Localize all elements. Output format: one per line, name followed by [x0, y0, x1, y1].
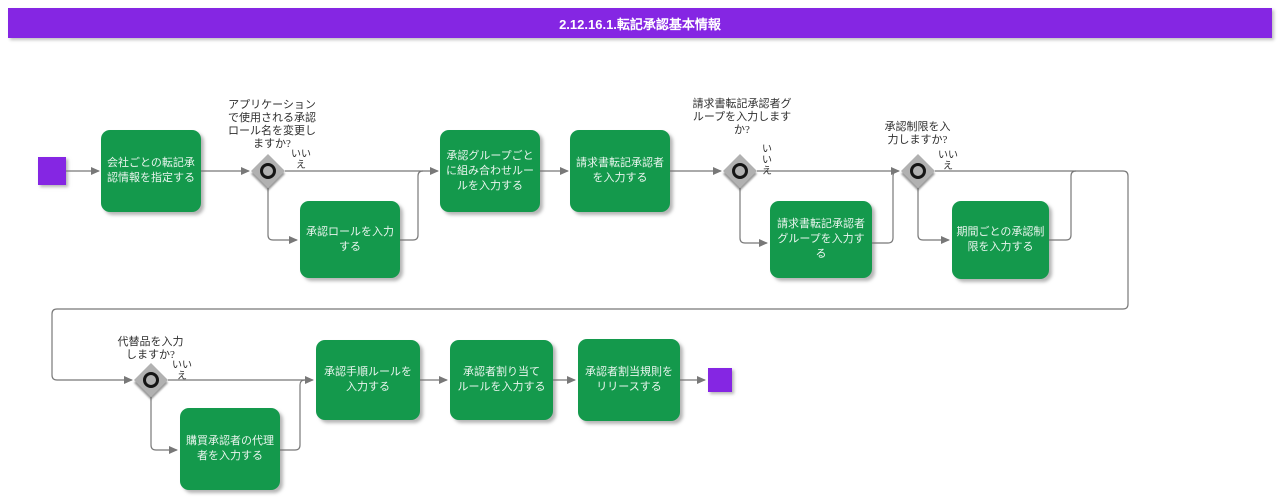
- connector-task5-merge: [872, 170, 899, 244]
- edge-label-no: い い え: [762, 144, 772, 177]
- task-enter-approval-limit-per-period[interactable]: 期間ごとの承認制 限を入力する: [952, 201, 1049, 279]
- gateway-question-change-approval-role-name: アプリケーション で使用される承認 ロール名を変更し ますか?: [228, 99, 316, 150]
- connector-gateway3-no-loop: [51, 170, 1129, 384]
- gateway-question-enter-invoice-approver-group: 請求書転記承認者グ ループを入力します か?: [692, 98, 792, 136]
- task-enter-combination-rule-per-approval-group[interactable]: 承認グループごと に組み合わせルー ルを入力する: [440, 130, 540, 212]
- gateway-circle-icon: [143, 372, 159, 388]
- gateway-circle-icon: [732, 163, 748, 179]
- connector-task2-merge: [400, 170, 424, 241]
- task-specify-company-transfer-approval-info[interactable]: 会社ごとの転記承 認情報を指定する: [101, 130, 201, 212]
- edge-label-no: いい え: [172, 360, 192, 382]
- edge-label-no: いい え: [291, 149, 311, 171]
- gateway-change-approval-role-name[interactable]: [251, 154, 285, 188]
- connector-task7-merge: [280, 379, 306, 451]
- gateway-enter-approval-limit[interactable]: [901, 154, 935, 188]
- connector-gateway2-yes: [739, 188, 768, 247]
- connector-gateway3-yes: [917, 188, 950, 244]
- gateway-question-enter-substitute: 代替品を入力 しますか?: [117, 336, 184, 361]
- task-enter-approval-role[interactable]: 承認ロールを入力 する: [300, 201, 400, 278]
- gateway-enter-invoice-approver-group[interactable]: [723, 154, 757, 188]
- task-release-approver-assignment-rule[interactable]: 承認者割当規則を リリースする: [578, 339, 680, 421]
- task-enter-invoice-transfer-approver-group[interactable]: 請求書転記承認者 グループを入力す る: [770, 201, 872, 278]
- task-enter-approval-procedure-rule[interactable]: 承認手順ルールを 入力する: [316, 340, 420, 420]
- gateway-question-enter-approval-limit: 承認制限を入 力しますか?: [884, 121, 951, 146]
- start-event-node[interactable]: [38, 157, 66, 185]
- diagram-title: 2.12.16.1.転記承認基本情報: [8, 8, 1272, 38]
- connector-gateway4-yes: [150, 397, 178, 454]
- edge-label-no: いい え: [938, 150, 958, 172]
- task-enter-invoice-transfer-approver[interactable]: 請求書転記承認者 を入力する: [570, 130, 670, 212]
- end-event-node[interactable]: [708, 368, 732, 392]
- connector-gateway1-yes: [267, 188, 298, 244]
- connector-task6-merge: [1048, 170, 1077, 241]
- gateway-enter-substitute[interactable]: [134, 363, 168, 397]
- gateway-circle-icon: [910, 163, 926, 179]
- gateway-circle-icon: [260, 163, 276, 179]
- task-enter-approver-assignment-rule[interactable]: 承認者割り当て ルールを入力する: [450, 340, 553, 420]
- task-enter-purchase-approver-deputy[interactable]: 購買承認者の代理 者を入力する: [180, 408, 280, 490]
